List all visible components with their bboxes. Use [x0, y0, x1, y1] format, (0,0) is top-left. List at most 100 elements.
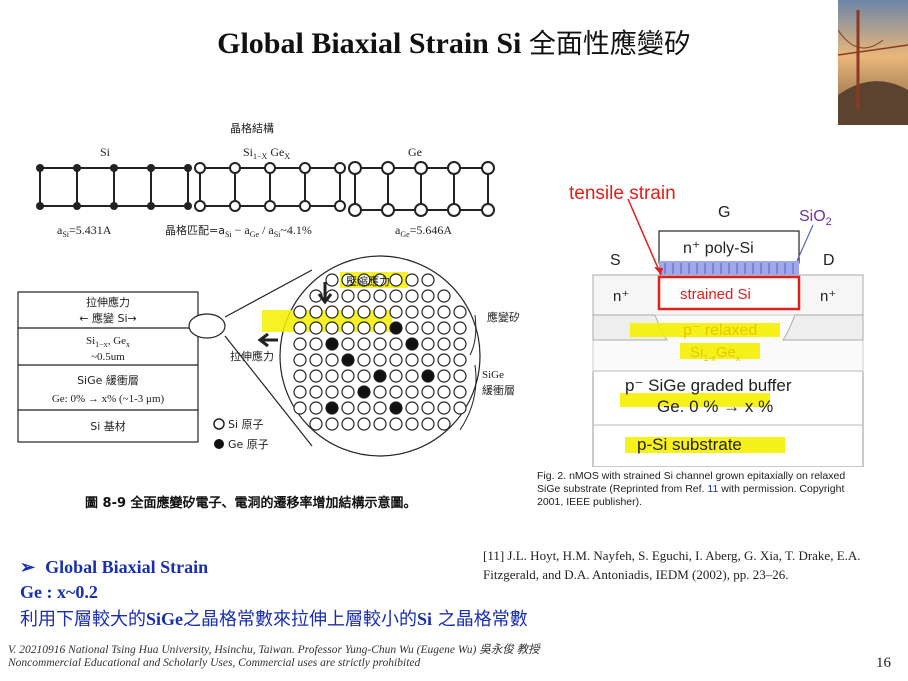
- footer-line-1: V. 20210916 National Tsing Hua Universit…: [8, 644, 540, 656]
- si-atom: [389, 305, 403, 319]
- mismatch-label: 晶格匹配=aSi − aGe / aSi~4.1%: [165, 223, 312, 239]
- si-atom: [437, 401, 451, 415]
- nmos-figure: tensile strain G SiO2 n⁺ poly-Si S D n⁺ …: [569, 183, 864, 467]
- n-left-label: n⁺: [613, 288, 629, 305]
- si-atom: [389, 273, 403, 287]
- si-lattice: [36, 164, 192, 210]
- si-atom: [341, 369, 355, 383]
- si-atom: [373, 273, 387, 287]
- si-atom: [373, 401, 387, 415]
- strained-si-label: strained Si: [680, 286, 751, 303]
- reference-11: [11] J.L. Hoyt, H.M. Nayfeh, S. Eguchi, …: [483, 548, 861, 582]
- si-atom: [357, 337, 371, 351]
- si-atom: [309, 337, 323, 351]
- si-atom: [357, 305, 371, 319]
- si-atom: [373, 417, 387, 431]
- relaxed-label: p⁻ relaxed: [683, 322, 757, 339]
- stack-thickness: ~0.5um: [91, 351, 125, 363]
- si-atom: [325, 369, 339, 383]
- si-atom: [357, 401, 371, 415]
- si-atom: [453, 337, 467, 351]
- tensile-arrow: [257, 332, 278, 348]
- stack-grading: Ge: 0% → x% (~1-3 μm): [52, 393, 165, 405]
- si-atom: [325, 353, 339, 367]
- si-atom: [293, 337, 307, 351]
- title-en: Global Biaxial Strain Si: [217, 27, 522, 60]
- si-atom: [437, 417, 451, 431]
- corner-photo: [838, 0, 908, 125]
- n-right-label: n⁺: [820, 288, 836, 305]
- ge-atom: [325, 401, 339, 415]
- zoom-strained: 應變矽: [487, 310, 520, 324]
- si-atom: [421, 353, 435, 367]
- si-atom: [389, 417, 403, 431]
- si-atom: [341, 401, 355, 415]
- si-atom: [421, 273, 435, 287]
- ge-atom: [325, 337, 339, 351]
- sige-lattice: [194, 162, 346, 212]
- stack-substrate: Si 基材: [90, 419, 126, 433]
- si-atom: [373, 305, 387, 319]
- zoom-sige: SiGe: [482, 369, 504, 381]
- lattice-figure: 晶格結構 Si Si1−X GeX Ge aSi=5.431A 晶格匹配=aSi…: [17, 121, 520, 457]
- si-atom: [325, 273, 339, 287]
- si-atom: [341, 385, 355, 399]
- si-atom: [325, 385, 339, 399]
- si-atom: [421, 417, 435, 431]
- si-atom: [373, 337, 387, 351]
- si-atom: [453, 321, 467, 335]
- stack-strained: ← 應變 Si→: [79, 311, 136, 325]
- si-atom: [309, 321, 323, 335]
- si-atom: [357, 321, 371, 335]
- zoom-tensile: 拉伸應力: [230, 349, 274, 363]
- si-atom: [373, 385, 387, 399]
- si-atom: [357, 417, 371, 431]
- si-atom: [421, 321, 435, 335]
- si-atom: [309, 305, 323, 319]
- si-atom: [293, 305, 307, 319]
- si-atom: [437, 369, 451, 383]
- compress-arrow: [317, 282, 333, 305]
- tensile-arrow-line: [627, 198, 662, 276]
- ref-11-link: 11: [707, 483, 719, 495]
- si-atom: [309, 401, 323, 415]
- ge-lattice: [348, 161, 495, 217]
- si-atom: [405, 289, 419, 303]
- label-sige: Si1−X GeX: [243, 145, 290, 161]
- si-atom: [405, 273, 419, 287]
- arrow-bullet-icon: ➢: [20, 557, 36, 577]
- fig-8-9-caption: 圖 8-9 全面應變矽電子、電洞的遷移率增加結構示意圖。: [85, 496, 417, 511]
- si-atom: [405, 353, 419, 367]
- substrate-label: p-Si substrate: [637, 435, 742, 454]
- page-number: 16: [876, 655, 891, 671]
- si-atom: [389, 369, 403, 383]
- si-atom: [453, 385, 467, 399]
- si-atom: [405, 321, 419, 335]
- legend-ge: Ge 原子: [228, 438, 269, 451]
- si-atom: [373, 353, 387, 367]
- si-atom: [341, 417, 355, 431]
- ge-atom: [373, 369, 387, 383]
- si-atom: [293, 321, 307, 335]
- si-atom: [357, 273, 371, 287]
- ge-atom: [421, 369, 435, 383]
- si-atom: [405, 401, 419, 415]
- si-atom: [309, 353, 323, 367]
- zoom-buffer: 緩衝層: [482, 383, 515, 397]
- si-atom: [437, 305, 451, 319]
- si-atom: [437, 353, 451, 367]
- si-atom: [357, 369, 371, 383]
- si-atom: [357, 353, 371, 367]
- legend-si-dot: [213, 418, 225, 430]
- title-cn: 全面性應變矽: [528, 29, 691, 60]
- zoom-compress: 壓縮應力: [346, 274, 390, 288]
- si-atom: [453, 401, 467, 415]
- ge-fraction: Ge : x~0.2: [20, 582, 98, 602]
- a-ge-label: aGe=5.646A: [395, 223, 452, 239]
- drain-label: D: [823, 252, 835, 269]
- si-atom: [357, 289, 371, 303]
- si-atom: [341, 337, 355, 351]
- si-atom: [453, 369, 467, 383]
- si-atom: [293, 385, 307, 399]
- source-label: S: [610, 252, 621, 269]
